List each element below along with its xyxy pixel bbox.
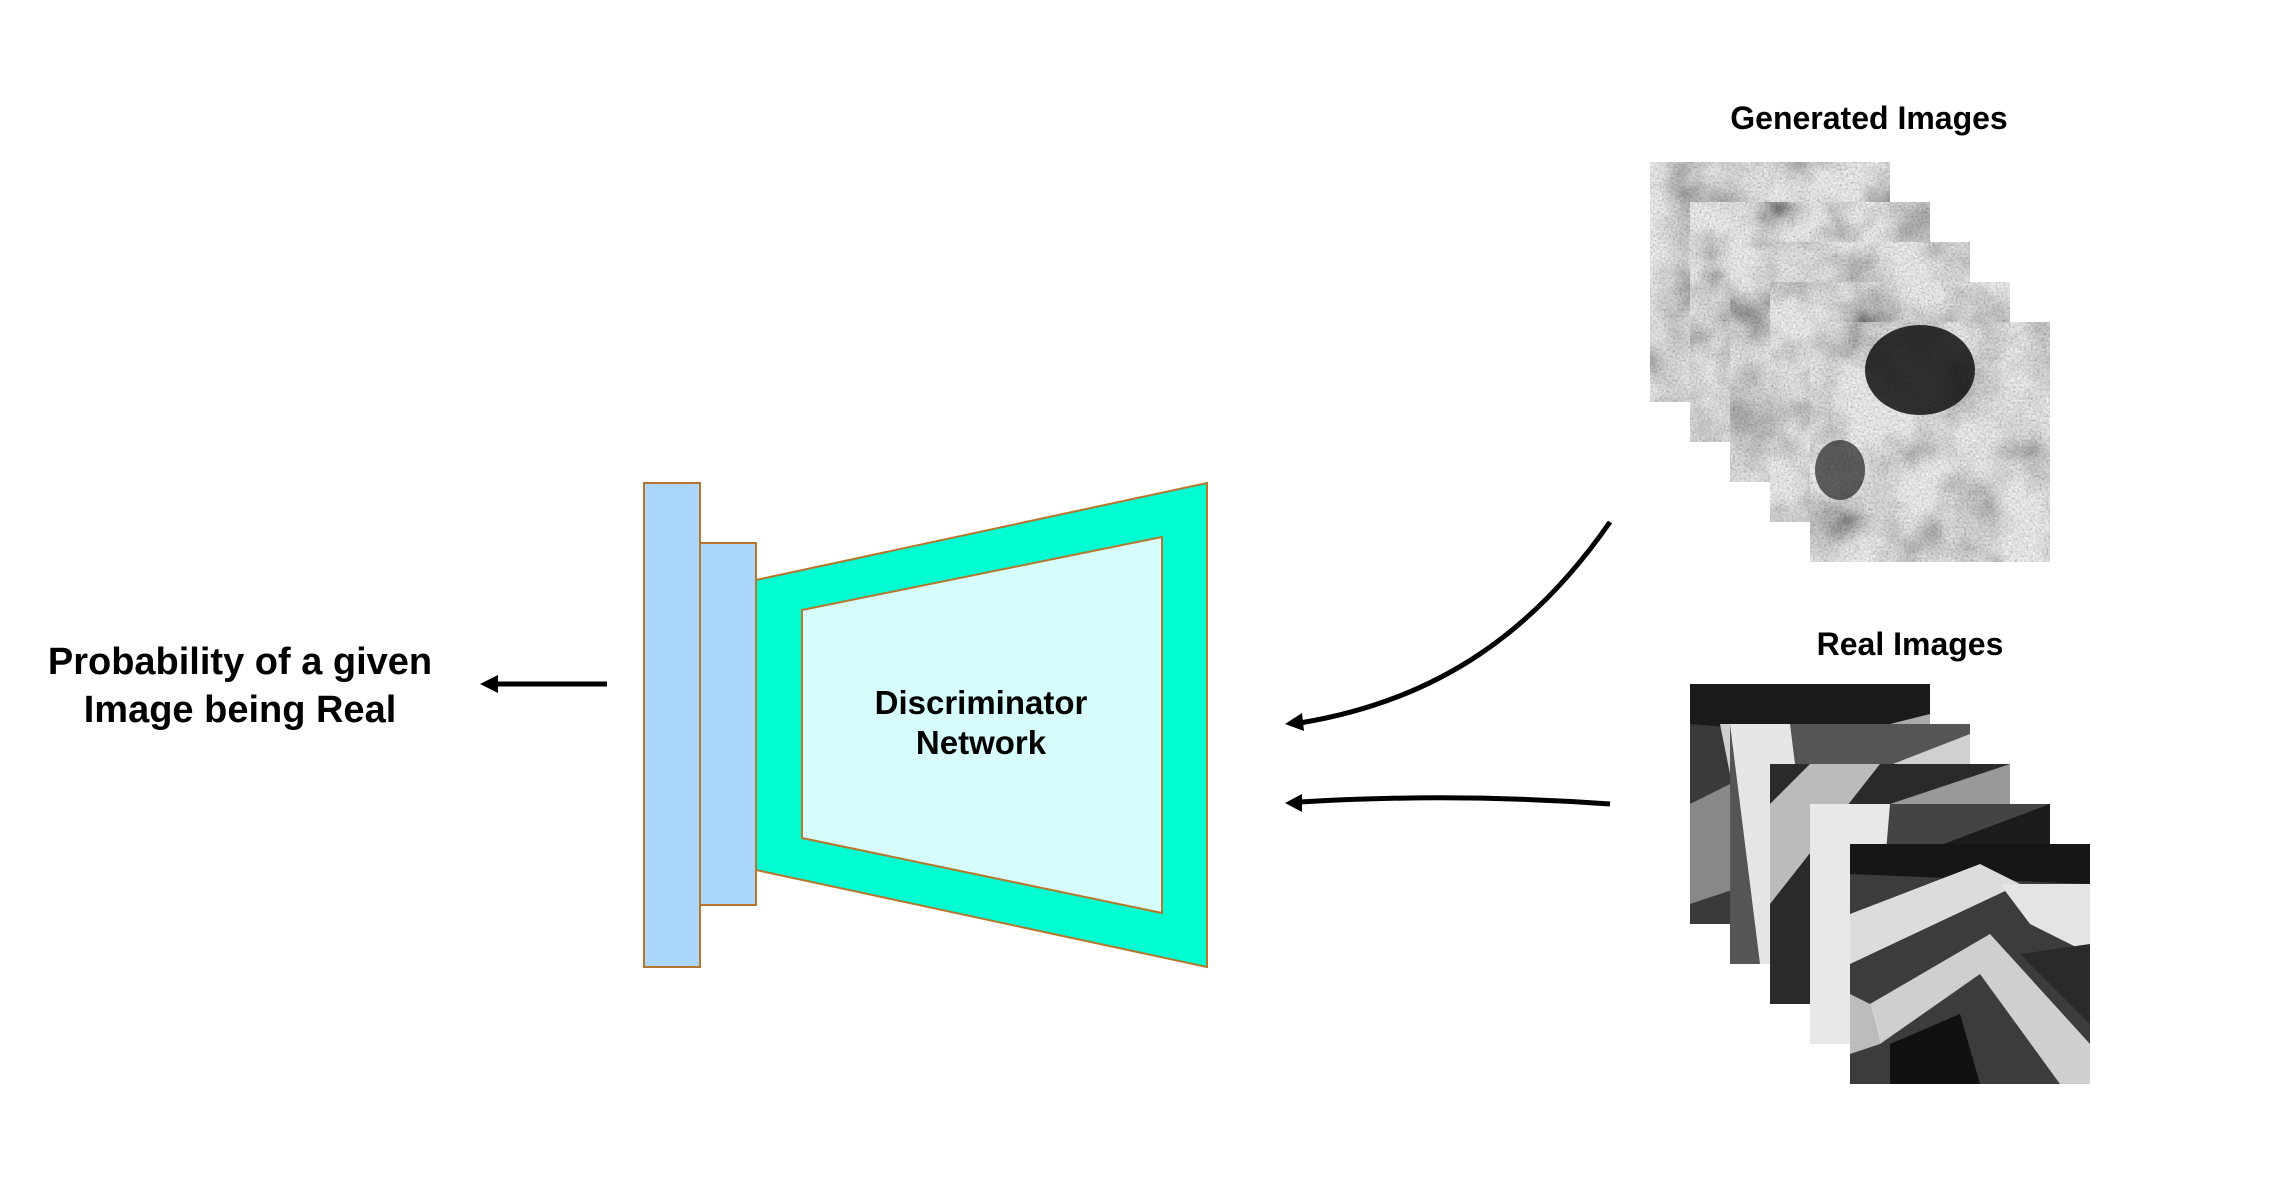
real-images-title: Real Images — [1817, 626, 2004, 662]
network-label-line2: Network — [916, 724, 1047, 761]
generated-input-arrow — [1285, 520, 1613, 731]
discriminator-network: Discriminator Network — [755, 481, 1208, 969]
generated-image — [1810, 322, 2050, 562]
generated-images-title: Generated Images — [1730, 100, 2007, 136]
output-label-line1: Probability of a given — [48, 641, 432, 683]
funnel-inner — [801, 535, 1163, 915]
real-image — [1850, 844, 2090, 1084]
output-label: Probability of a given Image being Real — [48, 641, 432, 731]
generated-images-stack — [1650, 162, 2050, 562]
real-images-stack — [1690, 684, 2090, 1084]
output-label-line2: Image being Real — [84, 689, 397, 731]
output-arrow — [480, 675, 607, 693]
network-label-line1: Discriminator — [875, 684, 1088, 721]
output-layer-inner — [699, 542, 757, 906]
real-input-arrow — [1285, 794, 1611, 812]
output-layer-outer — [643, 482, 701, 968]
